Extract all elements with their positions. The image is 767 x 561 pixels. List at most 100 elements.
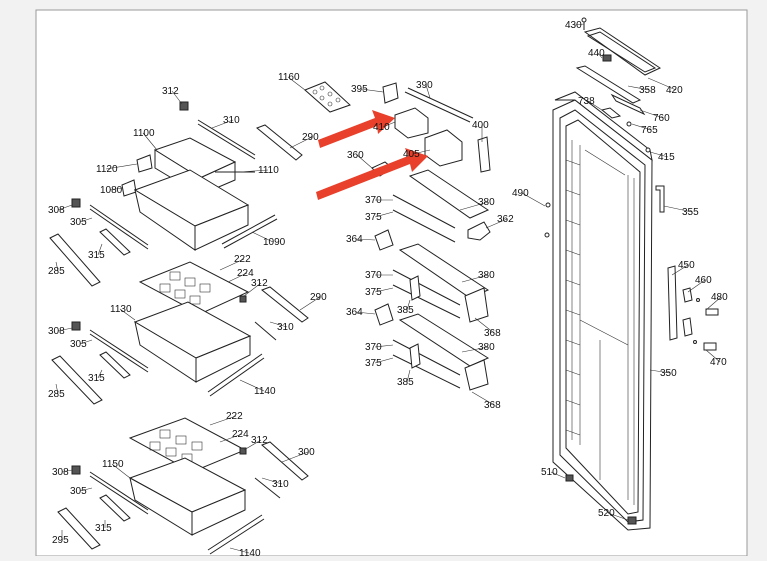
leader-line bbox=[243, 439, 262, 451]
callout-310: 310 bbox=[272, 479, 289, 490]
leader-line bbox=[269, 321, 288, 328]
leader-line bbox=[461, 274, 489, 283]
leader-line bbox=[55, 261, 59, 272]
callout-224: 224 bbox=[232, 429, 249, 440]
callout-312: 312 bbox=[162, 86, 179, 97]
leader-line bbox=[412, 149, 431, 155]
leader-line bbox=[663, 205, 693, 213]
callout-380: 380 bbox=[478, 342, 495, 353]
callout-310: 310 bbox=[277, 322, 294, 333]
leader-line bbox=[607, 512, 629, 521]
hinge-520 bbox=[627, 516, 637, 525]
callout-364: 364 bbox=[346, 234, 363, 245]
callout-360: 360 bbox=[347, 150, 364, 161]
drawer-assembly-top bbox=[49, 81, 351, 287]
leader-line bbox=[219, 433, 243, 443]
callout-1110: 1110 bbox=[258, 165, 279, 176]
callout-222: 222 bbox=[226, 411, 243, 422]
leader-line bbox=[671, 264, 689, 276]
callout-305: 305 bbox=[70, 217, 87, 228]
leader-line bbox=[97, 243, 103, 256]
highlight-arrow-lower bbox=[316, 148, 428, 200]
leader-line bbox=[406, 299, 411, 311]
callout-1150: 1150 bbox=[102, 459, 124, 470]
callout-308: 308 bbox=[52, 467, 69, 478]
leader-line bbox=[239, 169, 269, 173]
callout-480: 480 bbox=[711, 292, 728, 303]
callout-410: 410 bbox=[373, 122, 390, 133]
leader-line bbox=[647, 77, 677, 91]
callout-1160: 1160 bbox=[278, 72, 300, 83]
callout-395: 395 bbox=[351, 84, 368, 95]
callout-labels: 4304404203587607657384153554904504604804… bbox=[48, 20, 728, 559]
callout-364: 364 bbox=[346, 307, 363, 318]
leader-line bbox=[243, 282, 262, 297]
callout-358: 358 bbox=[639, 85, 656, 96]
door-shelves bbox=[316, 82, 491, 391]
leader-line bbox=[485, 218, 508, 229]
callout-310: 310 bbox=[223, 115, 240, 126]
leader-line bbox=[227, 272, 248, 283]
leader-line bbox=[374, 344, 394, 348]
callout-760: 760 bbox=[653, 113, 670, 124]
callout-1140: 1140 bbox=[254, 386, 276, 397]
callout-520: 520 bbox=[598, 508, 615, 519]
callout-312: 312 bbox=[251, 278, 268, 289]
callout-362: 362 bbox=[497, 214, 514, 225]
leader-line bbox=[109, 187, 123, 191]
leader-line bbox=[461, 346, 489, 353]
callout-510: 510 bbox=[541, 467, 558, 478]
callout-315: 315 bbox=[95, 523, 112, 534]
callout-390: 390 bbox=[416, 80, 433, 91]
callout-305: 305 bbox=[70, 339, 87, 350]
leader-line bbox=[471, 391, 495, 406]
callout-405: 405 bbox=[403, 149, 420, 160]
callout-1090: 1090 bbox=[263, 237, 286, 248]
callout-295: 295 bbox=[52, 535, 69, 546]
leader-line bbox=[649, 369, 671, 374]
leader-line bbox=[459, 201, 489, 211]
callout-350: 350 bbox=[660, 368, 677, 379]
leader-line bbox=[79, 487, 93, 492]
leader-line bbox=[355, 238, 376, 241]
callout-370: 370 bbox=[365, 195, 382, 206]
callout-490: 490 bbox=[512, 188, 529, 199]
top-hinge-assembly bbox=[544, 17, 665, 238]
callout-305: 305 bbox=[70, 486, 87, 497]
callout-430: 430 bbox=[565, 20, 582, 31]
leader-line bbox=[211, 119, 234, 129]
callout-224: 224 bbox=[237, 268, 254, 279]
leader-line bbox=[382, 121, 396, 128]
leader-line bbox=[360, 88, 384, 93]
leader-line bbox=[299, 296, 321, 311]
leader-line bbox=[289, 136, 313, 149]
callout-355: 355 bbox=[682, 207, 699, 218]
leader-line bbox=[574, 23, 585, 26]
callout-1080: 1080 bbox=[100, 185, 123, 196]
leader-line bbox=[105, 163, 138, 170]
callout-738: 738 bbox=[578, 96, 595, 107]
leader-line bbox=[687, 279, 706, 293]
callout-380: 380 bbox=[478, 270, 495, 281]
callout-285: 285 bbox=[48, 389, 65, 400]
callout-440: 440 bbox=[588, 48, 605, 59]
callout-1120: 1120 bbox=[96, 164, 118, 175]
leader-line bbox=[705, 349, 721, 363]
callout-470: 470 bbox=[710, 357, 727, 368]
callout-300: 300 bbox=[298, 447, 315, 458]
callout-368: 368 bbox=[484, 400, 501, 411]
leader-line bbox=[119, 308, 136, 321]
door-assembly bbox=[552, 91, 653, 531]
callout-375: 375 bbox=[365, 358, 382, 369]
leader-line bbox=[374, 211, 394, 218]
leader-line bbox=[79, 217, 93, 223]
leader-line bbox=[474, 317, 495, 334]
leader-line bbox=[57, 204, 73, 211]
callout-1100: 1100 bbox=[133, 128, 155, 139]
callout-380: 380 bbox=[478, 197, 495, 208]
callout-370: 370 bbox=[365, 342, 382, 353]
callout-222: 222 bbox=[234, 254, 251, 265]
leader-line bbox=[639, 109, 664, 119]
callout-765: 765 bbox=[641, 125, 658, 136]
